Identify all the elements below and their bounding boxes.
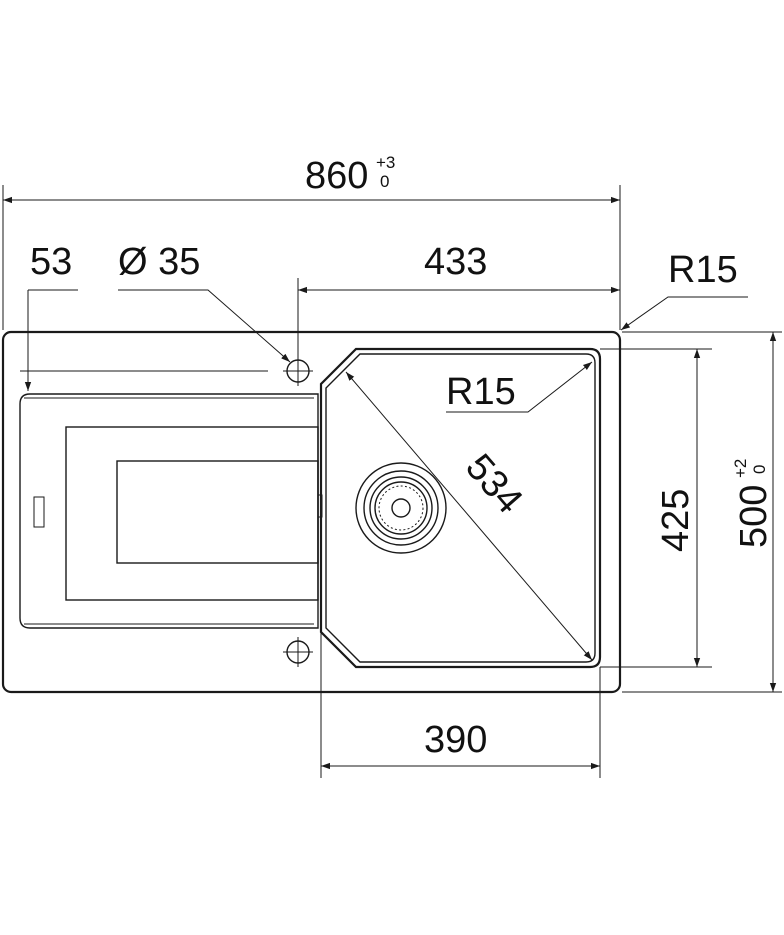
overall-width-tol-upper: +3 <box>376 153 395 172</box>
tap-hole-bottom-icon <box>283 637 313 667</box>
overall-depth-group: 500 +2 0 <box>731 459 775 548</box>
waste-outlet-icon <box>355 462 447 554</box>
overall-width-value: 860 <box>305 155 368 197</box>
bowl-offset-label: 433 <box>424 241 487 283</box>
bowl-diagonal-label: 534 <box>457 446 530 521</box>
tap-hole-offset-label: 53 <box>30 241 72 283</box>
overall-width-tol-lower: 0 <box>380 172 389 191</box>
dim-line-534-diagonal <box>345 371 593 661</box>
drainer-recess <box>65 426 319 601</box>
bowl-width-label: 390 <box>424 719 487 761</box>
drainer-recess-inner <box>116 460 319 564</box>
sink-outer-outline <box>1 330 622 694</box>
bowl-corner-radius-label: R15 <box>446 371 516 413</box>
drainer-outline <box>19 393 319 629</box>
bowl-depth-label: 425 <box>655 489 697 552</box>
drainer-inner-edge <box>24 397 314 625</box>
outer-corner-radius-label: R15 <box>668 249 738 291</box>
tap-hole-top-icon <box>283 356 313 386</box>
bowl-inner-outline <box>325 353 596 663</box>
dim-r15-outer-leader <box>620 296 748 331</box>
overall-depth-value: 500 <box>733 485 775 548</box>
bowl-outline <box>319 347 602 669</box>
tap-hole-diameter-label: Ø 35 <box>118 241 200 283</box>
overall-depth-tol-lower: 0 <box>750 465 769 474</box>
overall-depth-tol-upper: +2 <box>731 459 750 478</box>
overflow-slot <box>33 496 45 528</box>
dim-diameter-leader <box>118 289 291 363</box>
